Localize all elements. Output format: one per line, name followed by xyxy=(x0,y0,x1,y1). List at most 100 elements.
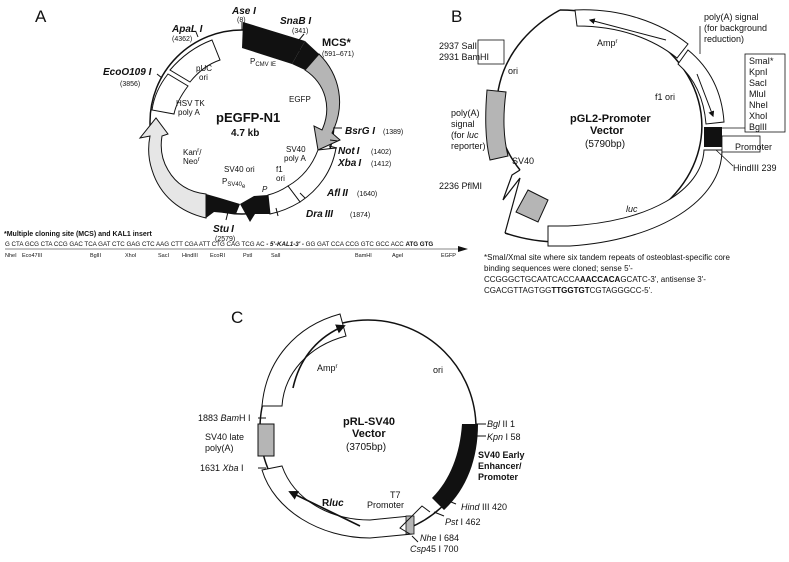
svg-text:CCGGGCTGCAATCACCAAACCACAGCATC-: CCGGGCTGCAATCACCAAACCACAGCATC-3', antise… xyxy=(484,275,706,284)
label-ori-b: ori xyxy=(508,66,518,76)
label-apa: ApaL I xyxy=(171,24,203,35)
label-xba-c: 1631 Xba I xyxy=(200,463,244,473)
svg-text:SacI: SacI xyxy=(158,253,169,259)
label-apa-num: (4362) xyxy=(172,36,192,43)
label-bsrg: BsrG I xyxy=(345,126,375,137)
sv40-segment-b xyxy=(515,189,549,223)
svg-text:SV40 Early: SV40 Early xyxy=(478,450,525,460)
label-sv40pa: SV40 xyxy=(286,145,306,154)
puc-ori-segment xyxy=(169,39,221,83)
svg-text:CGACGTTAGTGGTTGGTGTCGTAGGGCC-5: CGACGTTAGTGGTTGGTGTCGTAGGGCC-5'. xyxy=(484,286,652,295)
svg-text:reduction): reduction) xyxy=(704,34,744,44)
label-hind-b: HindIII 239 xyxy=(733,163,777,173)
mcs-site-labels: NheI Eco47III BglII XhoI SacI HindIII Ec… xyxy=(5,253,456,259)
plasmid-c-size: (3705bp) xyxy=(346,442,386,453)
label-bgl: Bgl II 1 xyxy=(487,419,515,429)
panel-a-letter: A xyxy=(35,7,47,26)
sv40-late-segment xyxy=(257,423,275,457)
label-nhe: Nhe I 684 xyxy=(420,533,459,543)
amp-segment xyxy=(574,9,689,59)
svg-text:SacI: SacI xyxy=(749,78,767,88)
panel-b-note: *SmaI/XmaI site where six tandem repeats… xyxy=(484,253,730,295)
t7-label: T7 Promoter xyxy=(367,490,404,510)
svg-text:EGFP: EGFP xyxy=(441,253,456,259)
plasmid-a-size: 4.7 kb xyxy=(231,128,259,139)
plasmid-b-title: pGL2-Promoter xyxy=(570,113,651,125)
svg-text:Promoter: Promoter xyxy=(367,500,404,510)
sv40-late-label: SV40 late poly(A) xyxy=(205,432,244,453)
label-amp-c: Ampr xyxy=(317,363,338,373)
label-kan: Kanr/ xyxy=(183,148,202,157)
label-bam-b: 2931 BamHI xyxy=(439,52,489,62)
label-mcs-range: (591–671) xyxy=(322,51,354,58)
label-hind-c: Hind III 420 xyxy=(461,502,507,512)
svg-text:NheI: NheI xyxy=(5,253,17,259)
svg-text:(for background: (for background xyxy=(704,23,767,33)
plasmid-a-title: pEGFP-N1 xyxy=(216,110,280,125)
svg-text:SV40 late: SV40 late xyxy=(205,432,244,442)
panel-b-letter: B xyxy=(451,7,462,26)
svg-text:HindIII: HindIII xyxy=(182,253,198,259)
svg-text:Eco47III: Eco47III xyxy=(22,253,43,259)
polya-left-segment xyxy=(485,89,509,161)
promoter-segment xyxy=(704,127,722,147)
plasmid-b-title2: Vector xyxy=(590,125,624,137)
label-luc-b: luc xyxy=(626,204,638,214)
mcs-note: *Multiple cloning site (MCS) and KAL1 in… xyxy=(4,231,152,238)
label-puc: pUC xyxy=(196,64,212,73)
label-sal: 2937 SalI xyxy=(439,41,477,51)
svg-text:BamHI: BamHI xyxy=(355,253,372,259)
svg-text:MluI: MluI xyxy=(749,89,766,99)
luc-segment xyxy=(547,149,723,247)
svg-text:BglII: BglII xyxy=(90,253,101,259)
label-mcs: MCS* xyxy=(322,37,351,49)
svg-text:*SmaI/XmaI site where six tand: *SmaI/XmaI site where six tandem repeats… xyxy=(484,253,730,262)
sv40-early-label: SV40 Early Enhancer/ Promoter xyxy=(478,450,525,482)
label-amp-b: Ampr xyxy=(597,38,618,48)
svg-text:poly(A) signal: poly(A) signal xyxy=(704,12,759,22)
svg-text:EcoRI: EcoRI xyxy=(210,253,225,259)
plasmid-c-title2: Vector xyxy=(352,428,386,440)
label-ase: Ase I xyxy=(231,6,256,17)
polya-top-label: poly(A) signal (for background reduction… xyxy=(704,12,767,44)
panel-b: B pGL2-Promoter Vector (5790bp) Ampr f1 … xyxy=(439,7,786,295)
label-kpn: Kpn I 58 xyxy=(487,432,521,442)
svg-text:binding sequences were cloned;: binding sequences were cloned; sense 5'- xyxy=(484,264,633,273)
svg-text:poly(A): poly(A) xyxy=(451,108,480,118)
label-rluc: Rluc xyxy=(322,498,344,509)
label-hsv: HSV TK xyxy=(176,99,205,108)
pcmv-segment xyxy=(242,22,305,64)
label-pcmv: PCMV IE xyxy=(250,57,276,68)
svg-text:Promoter: Promoter xyxy=(478,472,519,482)
label-pst: Pst I 462 xyxy=(445,517,481,527)
label-afl-num: (1640) xyxy=(357,191,377,198)
label-xba-num: (1412) xyxy=(371,161,391,168)
svg-text:BglII: BglII xyxy=(749,122,767,132)
label-egfp: EGFP xyxy=(289,95,311,104)
svg-text:AgeI: AgeI xyxy=(392,253,404,259)
label-sna: SnaB I xyxy=(280,16,311,27)
label-dra-num: (1874) xyxy=(350,212,370,219)
label-sv40ori: SV40 ori xyxy=(224,165,255,174)
mcs-sequence: G CTA GCG CTA CCG GAC TCA GAT CTC GAG CT… xyxy=(5,241,433,248)
f1-ori-segment-b xyxy=(677,49,725,125)
label-bam-c: 1883 BamH I xyxy=(198,413,251,423)
label-sna-num: (341) xyxy=(292,28,308,35)
svg-text:XhoI: XhoI xyxy=(749,111,768,121)
svg-text:Enhancer/: Enhancer/ xyxy=(478,461,522,471)
label-psv40: PSV40e xyxy=(222,177,246,190)
svg-text:KpnI: KpnI xyxy=(749,67,768,77)
svg-text:signal: signal xyxy=(451,119,475,129)
label-ori-c: ori xyxy=(433,365,443,375)
mcs-segment xyxy=(292,41,319,70)
svg-text:XhoI: XhoI xyxy=(125,253,137,259)
svg-text:poly(A): poly(A) xyxy=(205,443,234,453)
label-stu-num: (2579) xyxy=(215,236,235,243)
label-puc-ori: ori xyxy=(199,73,208,82)
hsv-tk-segment xyxy=(151,73,189,115)
